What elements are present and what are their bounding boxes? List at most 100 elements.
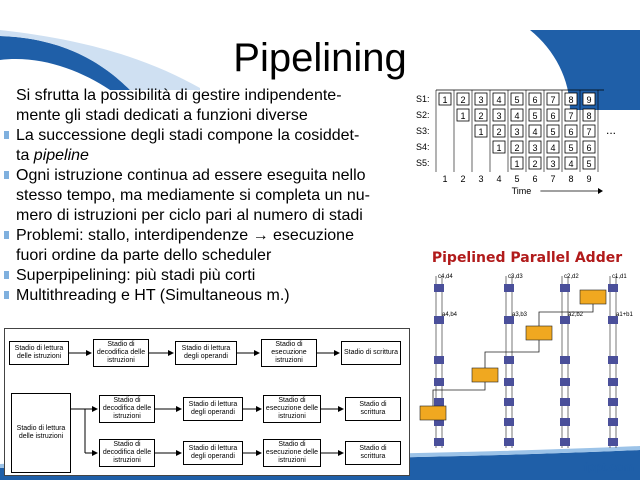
instruction-cell xyxy=(528,108,542,122)
instruction-cell xyxy=(546,156,560,170)
flow-parallel-execute-2: Stadio di esecuzione delle istruzioni xyxy=(263,439,321,467)
instruction-cell xyxy=(510,108,524,122)
register-node xyxy=(504,316,514,324)
time-axis-label: Time xyxy=(512,186,532,196)
flow-parallel-write-1: Stadio di scrittura xyxy=(345,397,401,421)
bullet-line: mente gli stadi dedicati a funzioni dive… xyxy=(4,106,416,126)
register-node xyxy=(608,284,618,292)
carry-line xyxy=(484,340,540,368)
decorative-wave-left xyxy=(0,0,200,90)
register-node xyxy=(434,398,444,406)
instruction-number: 3 xyxy=(532,143,537,153)
bullet-marker-icon xyxy=(4,171,9,179)
instruction-cell xyxy=(564,92,578,106)
instruction-cell xyxy=(492,124,506,138)
instruction-number: 2 xyxy=(460,95,465,105)
bullet-text: Si sfrutta la possibilità di gestire ind… xyxy=(16,87,342,104)
instruction-cell xyxy=(474,124,488,138)
instruction-number: 5 xyxy=(550,127,555,137)
instruction-number: 1 xyxy=(496,143,501,153)
bullet-line: ta pipeline xyxy=(4,146,416,166)
instruction-number: 4 xyxy=(568,159,573,169)
instruction-cell xyxy=(492,140,506,154)
adder-input-label: c4,d4 xyxy=(438,274,453,280)
register-node xyxy=(560,356,570,364)
instruction-cell xyxy=(474,108,488,122)
bullet-text: Ogni istruzione continua ad essere esegu… xyxy=(16,167,366,184)
instruction-cell xyxy=(528,140,542,154)
instruction-cell xyxy=(528,124,542,138)
adder-stage-block xyxy=(579,289,607,305)
carry-line xyxy=(432,382,486,406)
instruction-number: 8 xyxy=(568,95,573,105)
time-tick-label: 2 xyxy=(460,174,465,184)
stage-label: S4: xyxy=(416,142,430,152)
instruction-number: 7 xyxy=(586,127,591,137)
bullet-line: Ogni istruzione continua ad essere esegu… xyxy=(4,166,416,186)
instruction-number: 3 xyxy=(496,111,501,121)
instruction-number: 2 xyxy=(514,143,519,153)
instruction-number: 4 xyxy=(514,111,519,121)
instruction-cell xyxy=(438,92,452,106)
bullet-line: Si sfrutta la possibilità di gestire ind… xyxy=(4,86,416,106)
flow-parallel-operand-2: Stadio di lettura degli operandi xyxy=(183,441,243,465)
bullet-text: mente gli stadi dedicati a funzioni dive… xyxy=(16,107,308,124)
register-node xyxy=(608,356,618,364)
instruction-number: 4 xyxy=(496,95,501,105)
instruction-cell xyxy=(510,124,524,138)
adder-stage-block xyxy=(419,405,447,421)
instruction-number: 4 xyxy=(532,127,537,137)
register-node xyxy=(608,316,618,324)
bullet-marker-icon xyxy=(4,231,9,239)
instruction-cell xyxy=(564,108,578,122)
slide-title: Pipelining xyxy=(233,36,407,80)
flow-write-stage: Stadio di scrittura xyxy=(341,341,401,365)
register-node xyxy=(434,418,444,426)
stage-label: S5: xyxy=(416,158,430,168)
instruction-cell xyxy=(510,156,524,170)
instruction-cell xyxy=(528,156,542,170)
instruction-number: 7 xyxy=(568,111,573,121)
bullet-marker-icon xyxy=(4,291,9,299)
flow-parallel-operand-1: Stadio di lettura degli operandi xyxy=(183,397,243,421)
instruction-number: 3 xyxy=(514,127,519,137)
register-node xyxy=(560,316,570,324)
register-node xyxy=(434,378,444,386)
bullet-line: fuori ordine da parte dello scheduler xyxy=(4,246,416,266)
register-node xyxy=(504,378,514,386)
instruction-cell xyxy=(456,92,470,106)
instruction-cell xyxy=(582,140,596,154)
bullet-line: Problemi: stallo, interdipendenze → esec… xyxy=(4,226,416,246)
instruction-number: 6 xyxy=(550,111,555,121)
bullet-line: La successione degli stadi compone la co… xyxy=(4,126,416,146)
flow-arrows xyxy=(69,350,344,456)
instruction-number: 5 xyxy=(532,111,537,121)
bullet-marker-icon xyxy=(4,271,9,279)
instruction-cell xyxy=(456,108,470,122)
instruction-number: 2 xyxy=(478,111,483,121)
time-tick-label: 4 xyxy=(496,174,501,184)
instruction-cell xyxy=(546,140,560,154)
adder-title: Pipelined Parallel Adder xyxy=(431,250,623,266)
bullet-text: Multithreading e HT (Simultaneous m.) xyxy=(16,287,290,304)
register-node xyxy=(560,438,570,446)
instruction-cell xyxy=(546,92,560,106)
time-tick-label: 3 xyxy=(478,174,483,184)
bullet-text: mero di istruzioni per ciclo pari al num… xyxy=(16,207,363,224)
adder-input-label: a2,b2 xyxy=(568,312,584,318)
time-tick-label: 6 xyxy=(532,174,537,184)
instruction-number: 5 xyxy=(568,143,573,153)
register-node xyxy=(504,418,514,426)
instruction-number: 5 xyxy=(586,159,591,169)
bullet-list: Si sfrutta la possibilità di gestire ind… xyxy=(4,86,416,306)
instruction-number: 6 xyxy=(532,95,537,105)
adder-input-label: a4,b4 xyxy=(442,312,458,318)
instruction-cell xyxy=(492,108,506,122)
instruction-number: 1 xyxy=(460,111,465,121)
flow-parallel-decode-2: Stadio di decodifica delle istruzioni xyxy=(99,439,155,467)
register-node xyxy=(504,356,514,364)
instruction-cell xyxy=(546,124,560,138)
bullet-line: mero di istruzioni per ciclo pari al num… xyxy=(4,206,416,226)
bullet-text: Superpipelining: più stadi più corti xyxy=(16,267,256,284)
flow-parallel-execute-1: Stadio di esecuzione delle istruzioni xyxy=(263,395,321,423)
